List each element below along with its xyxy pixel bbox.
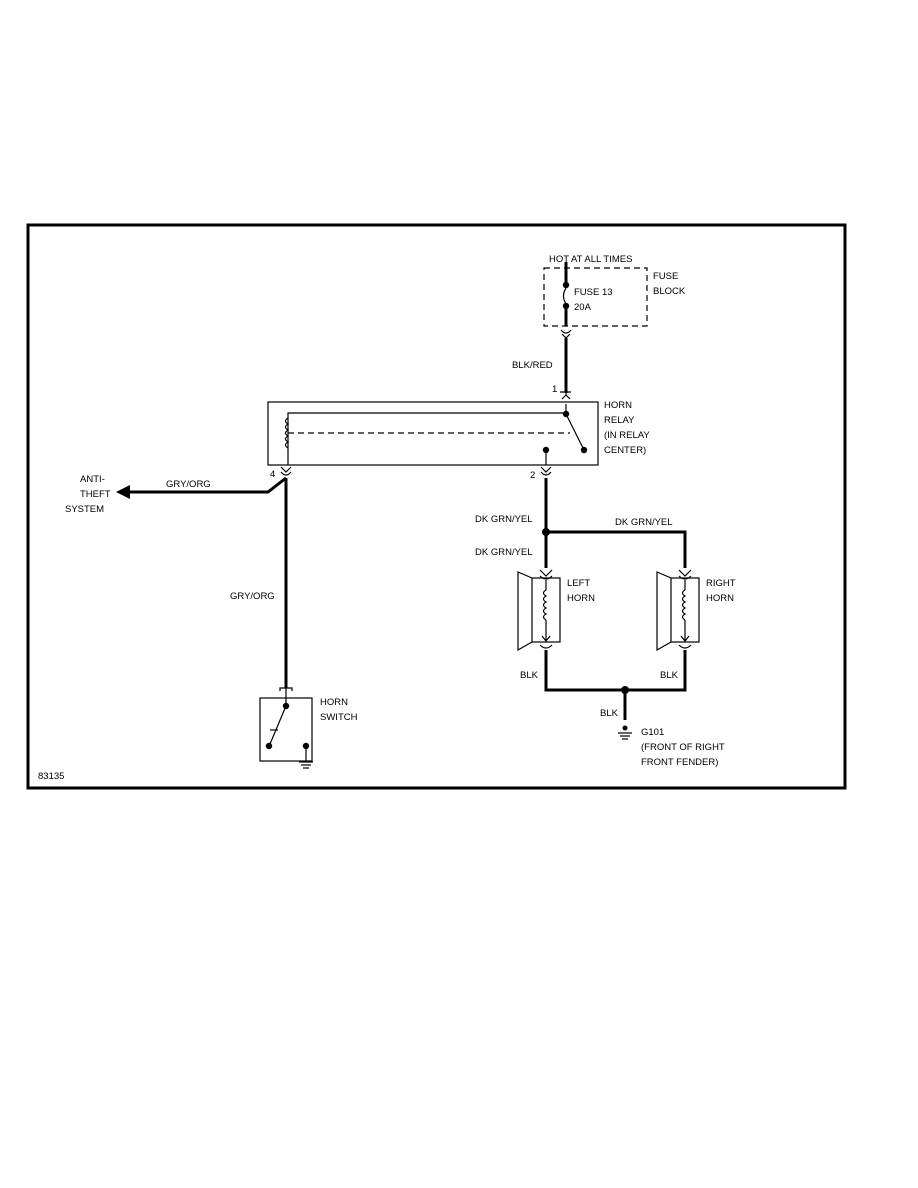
relay-pin-4: 4 bbox=[270, 469, 275, 480]
right-horn-label-1: RIGHT bbox=[706, 578, 736, 589]
ground-label-3: FRONT FENDER) bbox=[641, 757, 718, 768]
relay-label-4: CENTER) bbox=[604, 445, 646, 456]
ground-icon bbox=[618, 725, 632, 740]
horn-relay: 1 HORN RELAY (IN RELAY CENTER) 2 4 bbox=[267, 384, 650, 481]
diagram-frame bbox=[26, 223, 847, 790]
dk-grn-yel-lower-label: DK GRN/YEL bbox=[475, 547, 533, 558]
relay-label-3: (IN RELAY bbox=[604, 430, 650, 441]
fuse-block-label-2: BLOCK bbox=[653, 286, 686, 297]
fuse-rating: 20A bbox=[574, 302, 592, 313]
blk-ground-label: BLK bbox=[600, 708, 619, 719]
relay-pin-2: 2 bbox=[530, 470, 535, 481]
right-horn: RIGHT HORN bbox=[656, 569, 736, 652]
fuse-block-box bbox=[543, 267, 648, 327]
anti-theft-label-2: THEFT bbox=[80, 489, 111, 500]
relay-pin-1: 1 bbox=[552, 384, 557, 395]
relay-label-2: RELAY bbox=[604, 415, 635, 426]
right-horn-label-2: HORN bbox=[706, 593, 734, 604]
anti-theft-label-1: ANTI- bbox=[80, 474, 105, 485]
gry-org-top-label: GRY/ORG bbox=[166, 479, 211, 490]
anti-theft-label-3: SYSTEM bbox=[65, 504, 104, 515]
horn-switch: HORN SWITCH bbox=[259, 687, 358, 769]
blk-ground-wire bbox=[544, 650, 687, 692]
left-horn: LEFT HORN bbox=[517, 569, 595, 652]
dk-grn-yel-right-label: DK GRN/YEL bbox=[615, 517, 673, 528]
arrow-icon bbox=[116, 485, 130, 499]
horn-relay-box bbox=[267, 401, 599, 466]
gry-org-vertical-label: GRY/ORG bbox=[230, 591, 275, 602]
horn-switch-label-2: SWITCH bbox=[320, 712, 358, 723]
left-horn-label-2: HORN bbox=[567, 593, 595, 604]
blk-red-label: BLK/RED bbox=[512, 360, 553, 371]
anti-theft-branch: GRY/ORG ANTI- THEFT SYSTEM bbox=[65, 474, 287, 515]
relay-coil bbox=[284, 417, 290, 449]
blk-right-label: BLK bbox=[660, 670, 679, 681]
ground-label-1: G101 bbox=[641, 727, 664, 738]
fuse-block-label-1: FUSE bbox=[653, 271, 678, 282]
ground-label-2: (FRONT OF RIGHT bbox=[641, 742, 725, 753]
fuse-label: FUSE 13 bbox=[574, 287, 613, 298]
blk-left-label: BLK bbox=[520, 670, 539, 681]
fuse-block: HOT AT ALL TIMES FUSE 13 20A FUSE BLOCK bbox=[543, 254, 686, 339]
horn-switch-label-1: HORN bbox=[320, 697, 348, 708]
figure-id: 83135 bbox=[38, 771, 64, 782]
relay-label-1: HORN bbox=[604, 400, 632, 411]
dk-grn-yel-upper-label: DK GRN/YEL bbox=[475, 514, 533, 525]
hot-at-all-times-label: HOT AT ALL TIMES bbox=[549, 254, 632, 265]
left-horn-label-1: LEFT bbox=[567, 578, 590, 589]
